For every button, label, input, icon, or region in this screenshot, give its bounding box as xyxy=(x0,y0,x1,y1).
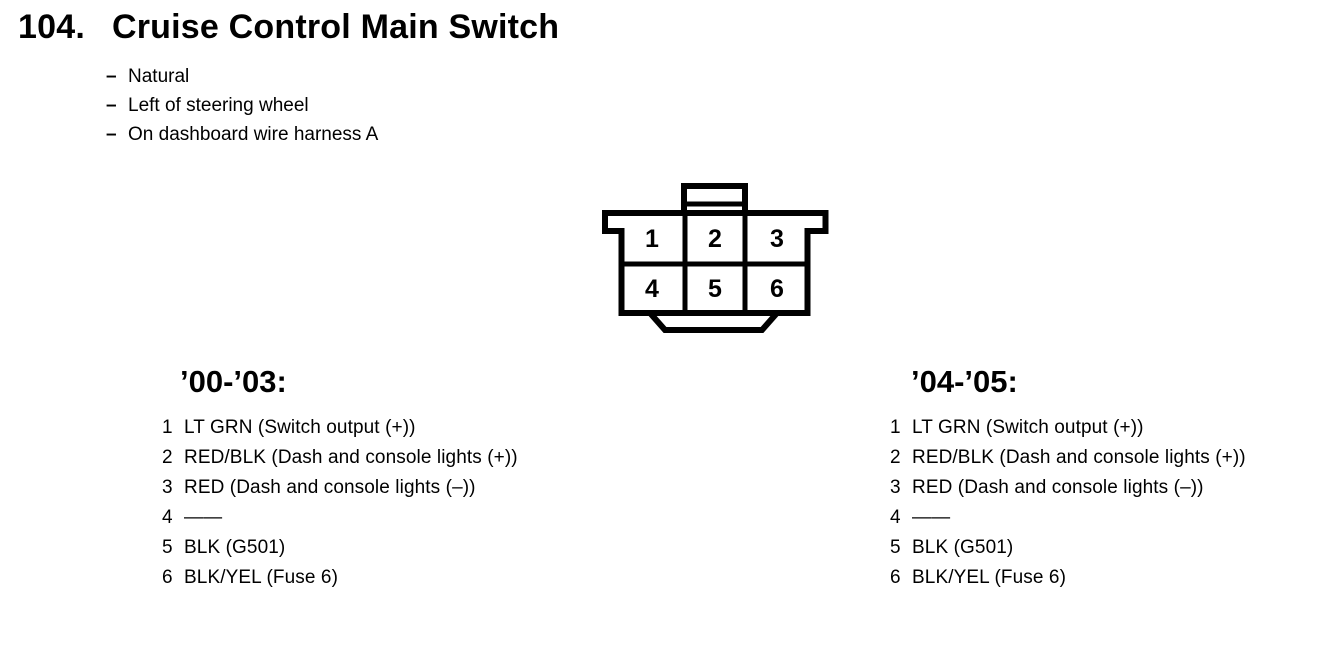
pin-row-number: 1 xyxy=(890,417,901,438)
pin-row-desc: LT GRN (Switch output (+)) xyxy=(912,417,1144,438)
pin-row-desc: RED/BLK (Dash and console lights (+)) xyxy=(184,447,518,468)
pin-row-desc: BLK (G501) xyxy=(912,537,1014,558)
pin-row: 2 RED/BLK (Dash and console lights (+)) xyxy=(890,443,1246,473)
pin-row-number: 6 xyxy=(890,567,901,588)
pin-row: 4 —— xyxy=(890,503,1246,533)
pin-row-desc: BLK/YEL (Fuse 6) xyxy=(184,567,339,588)
pin-row: 1 LT GRN (Switch output (+)) xyxy=(890,413,1246,443)
note-dash: – xyxy=(106,95,117,116)
pin-row-desc: —— xyxy=(184,507,223,528)
page-title: Cruise Control Main Switch xyxy=(112,8,560,46)
pin-row-desc: —— xyxy=(912,507,951,528)
pin-row-number: 6 xyxy=(162,567,173,588)
note-text: Left of steering wheel xyxy=(128,95,309,116)
pin-row-desc: BLK (G501) xyxy=(184,537,286,558)
location-notes: – Natural – Left of steering wheel – On … xyxy=(106,62,378,149)
pin-row: 3 RED (Dash and console lights (–)) xyxy=(890,473,1246,503)
pin-row: 3 RED (Dash and console lights (–)) xyxy=(162,473,518,503)
pin-row-number: 3 xyxy=(890,477,901,498)
pin-row: 2 RED/BLK (Dash and console lights (+)) xyxy=(162,443,518,473)
pin-number-2: 2 xyxy=(708,225,722,253)
pin-number-4: 4 xyxy=(645,275,659,303)
section-number: 104. xyxy=(18,8,85,46)
pin-row-desc: RED (Dash and console lights (–)) xyxy=(912,477,1204,498)
note-text: Natural xyxy=(128,66,190,87)
pin-row: 6 BLK/YEL (Fuse 6) xyxy=(162,563,518,593)
connector-diagram: 1 2 3 4 5 6 xyxy=(602,183,829,333)
pin-number-3: 3 xyxy=(770,225,784,253)
pin-row: 6 BLK/YEL (Fuse 6) xyxy=(890,563,1246,593)
pin-number-6: 6 xyxy=(770,275,784,303)
note-dash: – xyxy=(106,124,117,145)
pin-row-desc: RED/BLK (Dash and console lights (+)) xyxy=(912,447,1246,468)
pin-row-number: 5 xyxy=(890,537,901,558)
note-text: On dashboard wire harness A xyxy=(128,124,379,145)
pin-row-desc: BLK/YEL (Fuse 6) xyxy=(912,567,1067,588)
pin-number-1: 1 xyxy=(645,225,659,253)
pin-row: 4 —— xyxy=(162,503,518,533)
note-line: – Natural xyxy=(106,62,378,91)
pin-row-number: 1 xyxy=(162,417,173,438)
pin-row-desc: LT GRN (Switch output (+)) xyxy=(184,417,416,438)
pin-row: 1 LT GRN (Switch output (+)) xyxy=(162,413,518,443)
pin-row: 5 BLK (G501) xyxy=(162,533,518,563)
pin-row-number: 2 xyxy=(162,447,173,468)
pin-number-5: 5 xyxy=(708,275,722,303)
pin-row-desc: RED (Dash and console lights (–)) xyxy=(184,477,476,498)
pinout-heading-00-03: ’00-’03: xyxy=(180,364,287,399)
note-dash: – xyxy=(106,66,117,87)
pinout-heading-04-05: ’04-’05: xyxy=(911,364,1018,399)
note-line: – Left of steering wheel xyxy=(106,91,378,120)
pin-row: 5 BLK (G501) xyxy=(890,533,1246,563)
pinout-list-00-03: 1 LT GRN (Switch output (+)) 2 RED/BLK (… xyxy=(162,413,518,593)
connector-latch-tab xyxy=(681,183,748,216)
pin-row-number: 4 xyxy=(162,507,173,528)
note-line: – On dashboard wire harness A xyxy=(106,120,378,149)
pin-row-number: 4 xyxy=(890,507,901,528)
pin-row-number: 3 xyxy=(162,477,173,498)
pin-row-number: 2 xyxy=(890,447,901,468)
section-title: 104. Cruise Control Main Switch xyxy=(18,8,559,47)
pin-row-number: 5 xyxy=(162,537,173,558)
pinout-list-04-05: 1 LT GRN (Switch output (+)) 2 RED/BLK (… xyxy=(890,413,1246,593)
